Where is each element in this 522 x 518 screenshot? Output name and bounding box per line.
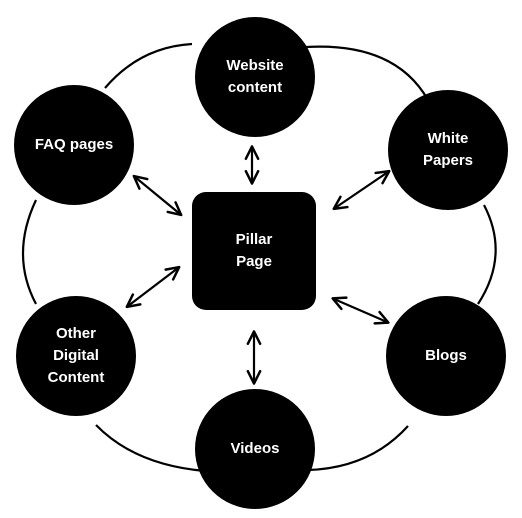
ring-arc-videos-other (95, 424, 206, 473)
white-papers-label: White Papers (422, 130, 474, 169)
pillar-page-node: Pillar Page (192, 192, 316, 310)
other-digital-content-node: Other Digital Content (16, 296, 136, 416)
arrow-center-blogs (331, 296, 390, 325)
ring-arc-website-white (305, 45, 429, 101)
other-digital-content-label: Other Digital Content (47, 325, 105, 386)
faq-pages-node: FAQ pages (14, 85, 134, 205)
ring-arc-faq-website (104, 42, 193, 89)
pillar-page-label: Pillar Page (235, 231, 273, 270)
arrow-center-faq (132, 174, 183, 217)
ring-arc-other-faq (22, 199, 37, 305)
ring-arc-white-blogs (477, 204, 497, 305)
website-content-node: Website content (195, 17, 315, 137)
faq-pages-label: FAQ pages (34, 136, 114, 153)
blogs-node: Blogs (386, 296, 506, 416)
website-content-label: Website content (226, 57, 284, 96)
ring-arc-blogs-videos (307, 425, 409, 472)
blogs-label: Blogs (425, 347, 467, 364)
videos-node: Videos (195, 389, 315, 509)
white-papers-node: White Papers (388, 90, 508, 210)
arrow-center-white (332, 169, 391, 211)
arrow-center-other (125, 265, 181, 309)
videos-label: Videos (230, 440, 280, 457)
